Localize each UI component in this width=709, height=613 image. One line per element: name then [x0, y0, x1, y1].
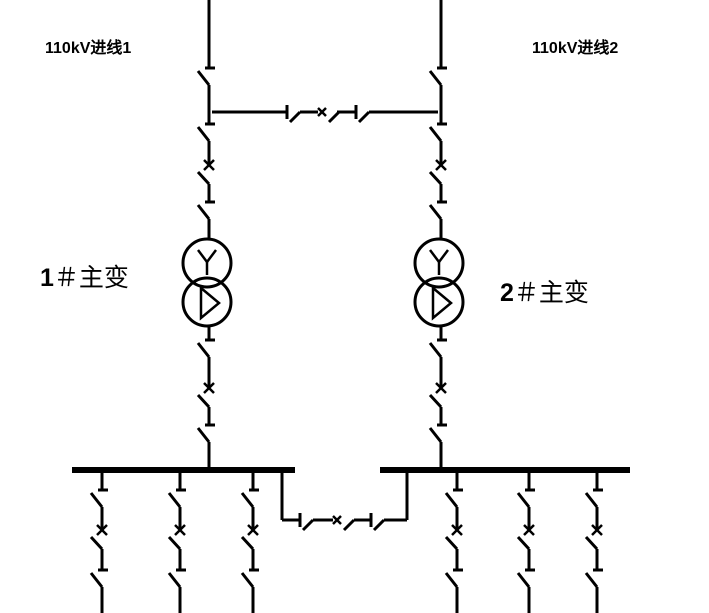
transformer-winding-delta-icon	[413, 276, 465, 328]
breaker-x-icon	[332, 515, 342, 525]
disconnector-blade-icon	[89, 572, 104, 588]
transformer-winding-wye-icon	[413, 237, 465, 289]
breaker-x-icon	[247, 524, 259, 536]
breaker-blade-icon	[89, 535, 104, 551]
disconnector-blade-icon	[301, 518, 315, 532]
disconnector-blade-icon	[196, 126, 211, 142]
disconnector-blade-icon	[428, 427, 443, 443]
breaker-x-icon	[317, 107, 327, 117]
breaker-x-icon	[451, 524, 463, 536]
disconnector-blade-icon	[428, 204, 443, 220]
disconnector-blade-icon	[584, 492, 599, 508]
disconnector-blade-icon	[240, 572, 255, 588]
breaker-blade-icon	[167, 535, 182, 551]
disconnector-blade-icon	[167, 492, 182, 508]
disconnector-blade-icon	[516, 492, 531, 508]
wye-symbol	[429, 249, 440, 263]
wye-symbol	[197, 249, 208, 263]
transformer-2-label: 2＃主变	[500, 273, 589, 309]
transformer-2-text: ＃主变	[513, 278, 589, 307]
disconnector-blade-icon	[357, 110, 371, 124]
transformer-winding-wye-icon	[181, 237, 233, 289]
disconnector-blade-icon	[584, 572, 599, 588]
breaker-blade-icon	[196, 393, 211, 409]
disconnector-blade-icon	[428, 126, 443, 142]
transformer-1-number: 1	[40, 264, 54, 292]
breaker-x-icon	[591, 524, 603, 536]
breaker-x-icon	[435, 159, 447, 171]
disconnector-blade-icon	[196, 342, 211, 358]
disconnector-blade-icon	[516, 572, 531, 588]
wye-symbol	[206, 249, 217, 263]
disconnector-blade-icon	[288, 110, 302, 124]
breaker-blade-icon	[516, 535, 531, 551]
incoming-line-1-label: 110kV进线1	[45, 40, 132, 57]
delta-symbol	[199, 285, 221, 321]
breaker-blade-icon	[342, 518, 356, 532]
transformer-winding-delta-icon	[181, 276, 233, 328]
transformer-2-number: 2	[500, 279, 514, 307]
disconnector-blade-icon	[196, 70, 211, 86]
breaker-blade-icon	[584, 535, 599, 551]
breaker-blade-icon	[428, 393, 443, 409]
disconnector-blade-icon	[167, 572, 182, 588]
disconnector-blade-icon	[428, 70, 443, 86]
breaker-x-icon	[435, 382, 447, 394]
disconnector-blade-icon	[89, 492, 104, 508]
breaker-blade-icon	[327, 110, 341, 124]
breaker-x-icon	[203, 159, 215, 171]
breaker-blade-icon	[196, 170, 211, 186]
incoming-line-2-label: 110kV进线2	[532, 40, 619, 57]
breaker-x-icon	[203, 382, 215, 394]
disconnector-blade-icon	[240, 492, 255, 508]
wye-symbol	[438, 249, 449, 263]
breaker-x-icon	[523, 524, 535, 536]
breaker-blade-icon	[240, 535, 255, 551]
delta-symbol	[431, 285, 453, 321]
disconnector-blade-icon	[372, 518, 386, 532]
disconnector-blade-icon	[428, 342, 443, 358]
disconnector-blade-icon	[444, 572, 459, 588]
disconnector-blade-icon	[196, 427, 211, 443]
transformer-1-text: ＃主变	[53, 263, 129, 292]
breaker-x-icon	[96, 524, 108, 536]
transformer-1-label: 1＃主变	[40, 258, 129, 294]
disconnector-blade-icon	[196, 204, 211, 220]
breaker-blade-icon	[428, 170, 443, 186]
breaker-blade-icon	[444, 535, 459, 551]
breaker-x-icon	[174, 524, 186, 536]
disconnector-blade-icon	[444, 492, 459, 508]
